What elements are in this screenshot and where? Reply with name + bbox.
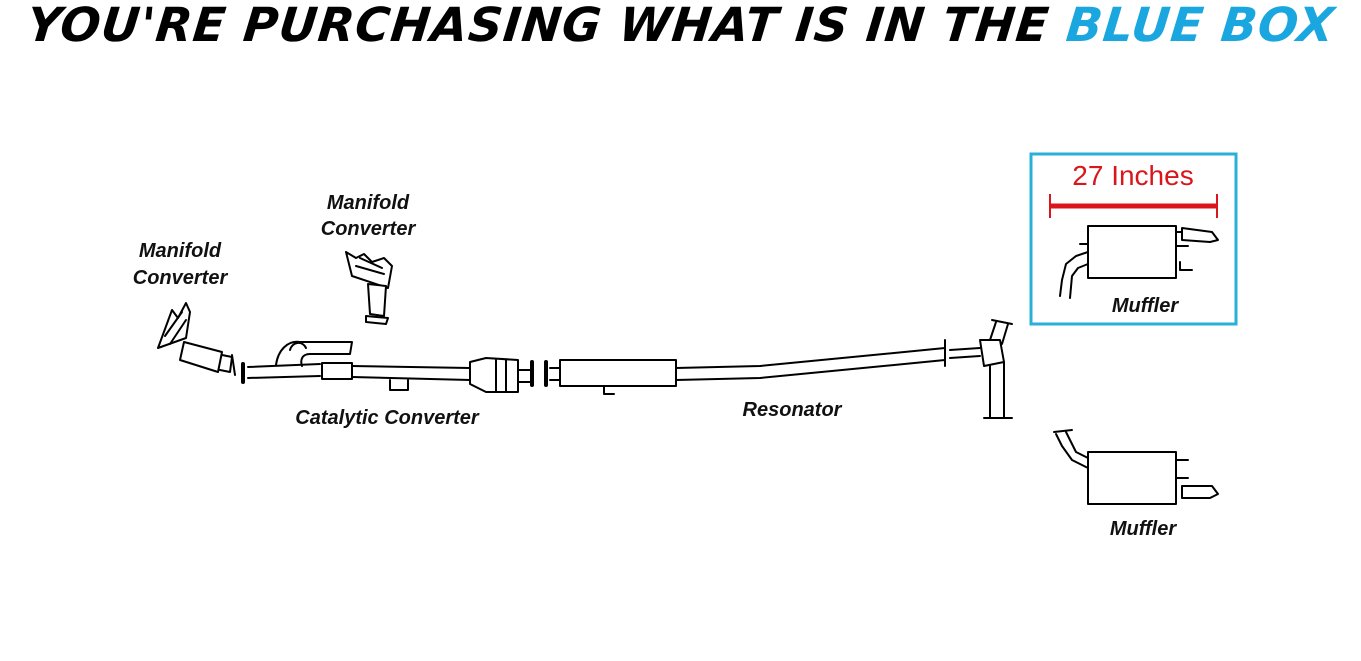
label-muffler-other: Muffler (1110, 518, 1178, 540)
resonator-icon[interactable] (544, 347, 946, 395)
label-manifold-left-line1: Manifold (139, 240, 222, 262)
label-manifold-left-line2: Converter (133, 267, 229, 289)
catalytic-converter-assembly-icon[interactable] (241, 340, 534, 393)
label-catalytic-converter: Catalytic Converter (295, 407, 480, 429)
selection-box (1029, 152, 1238, 326)
muffler-selected-icon[interactable] (1059, 225, 1219, 299)
label-manifold-upper-line2: Converter (321, 218, 417, 240)
manifold-converter-left-icon[interactable] (157, 302, 236, 376)
label-resonator: Resonator (743, 399, 843, 421)
label-muffler-selected: Muffler (1112, 295, 1180, 317)
y-pipe-icon[interactable] (944, 319, 1013, 419)
dimension-label: 27 Inches (1072, 160, 1193, 191)
dimension-indicator (1049, 194, 1218, 218)
label-manifold-upper-line1: Manifold (327, 192, 410, 214)
muffler-other-icon[interactable] (1053, 429, 1219, 505)
manifold-converter-upper-icon[interactable] (345, 251, 393, 325)
